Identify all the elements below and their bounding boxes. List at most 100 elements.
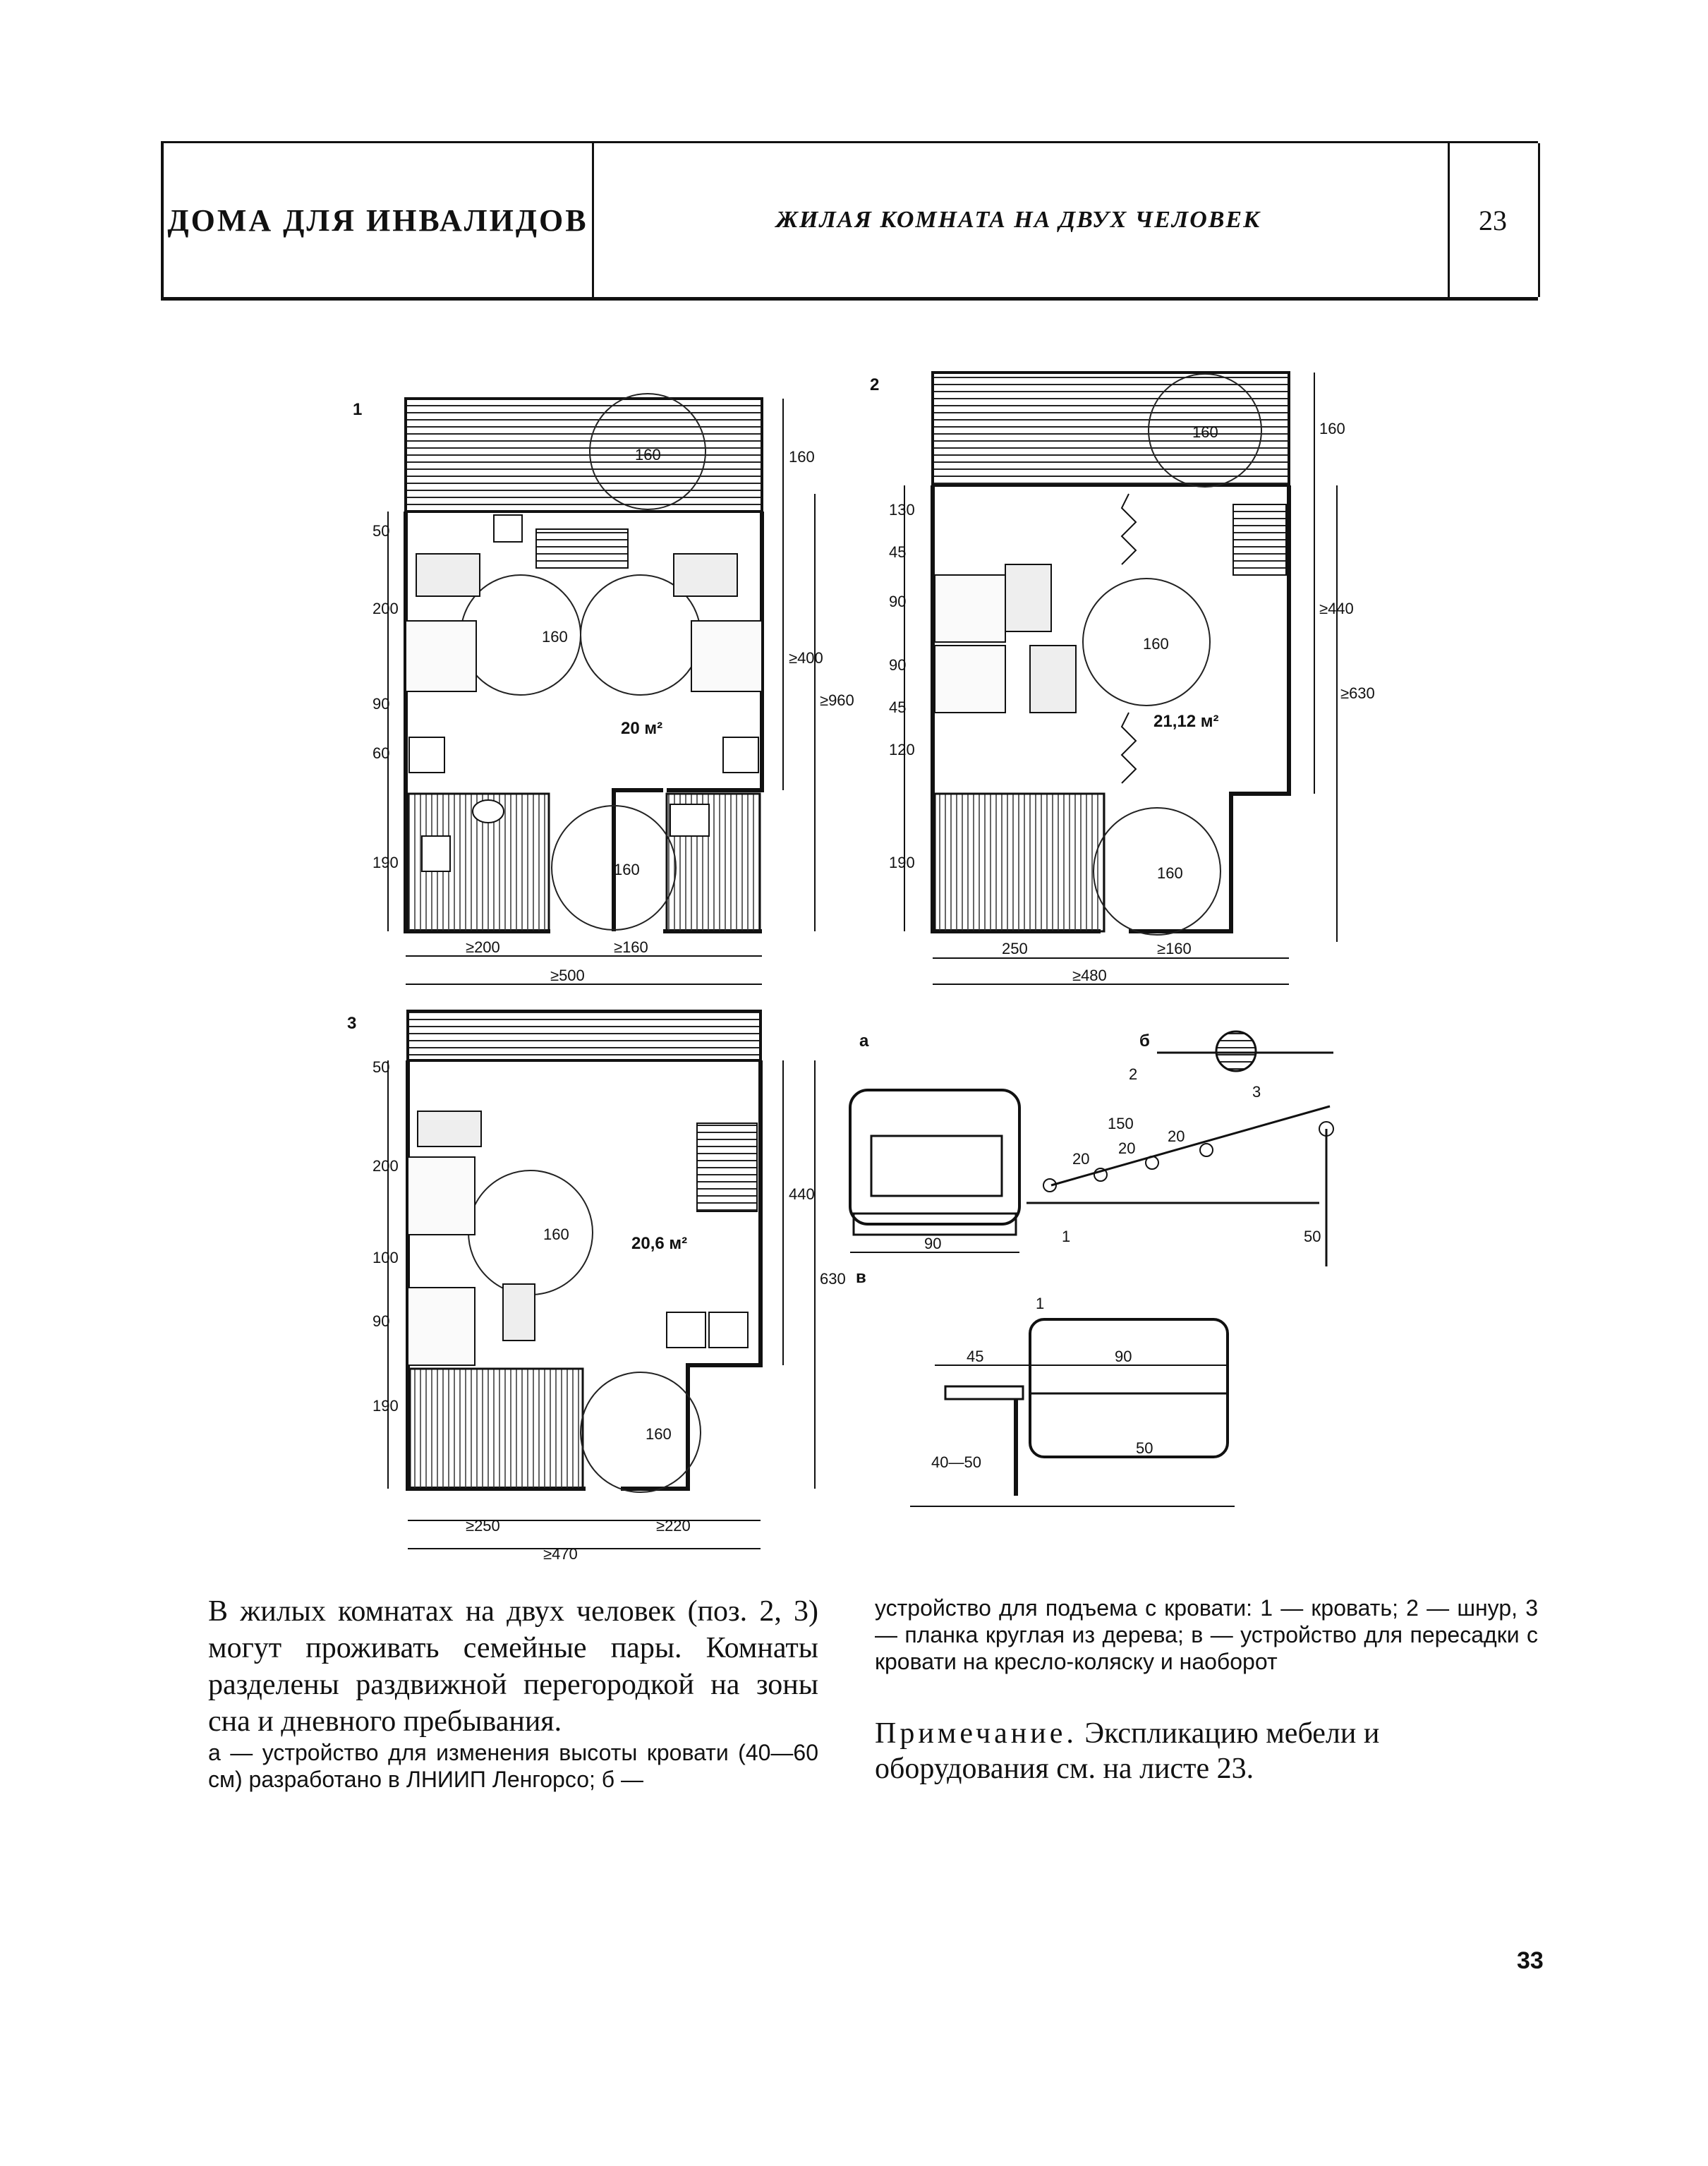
shower <box>670 804 710 837</box>
plan-2-label: 2 <box>870 375 879 394</box>
room-area: 21,12 м² <box>1153 712 1218 731</box>
svg-text:≥630: ≥630 <box>1340 684 1375 702</box>
plan-1-dims-bottom: ≥200 ≥160 ≥500 <box>406 938 762 985</box>
plan-1-walls <box>404 512 764 933</box>
svg-text:≥960: ≥960 <box>820 691 854 709</box>
svg-text:90: 90 <box>889 593 906 610</box>
table <box>417 1111 482 1147</box>
circle-dim: 160 <box>635 446 661 464</box>
svg-text:160: 160 <box>543 1226 569 1243</box>
svg-text:50: 50 <box>1304 1228 1321 1245</box>
bed <box>934 574 1006 643</box>
turning-circle <box>551 805 677 931</box>
svg-text:60: 60 <box>373 744 389 762</box>
balcony <box>406 1010 762 1062</box>
svg-text:≥400: ≥400 <box>789 649 823 667</box>
table <box>1029 645 1077 713</box>
partition <box>1120 712 1137 784</box>
svg-text:≥250: ≥250 <box>466 1517 500 1535</box>
svg-text:20: 20 <box>1118 1139 1135 1157</box>
plan-1-dims-right: 160 ≥400 ≥960 <box>782 399 854 931</box>
bed <box>407 1287 476 1366</box>
plan-1: 1 160 160 160 20 м² 50 200 90 60 190 <box>353 393 854 985</box>
svg-text:160: 160 <box>1319 420 1345 437</box>
svg-text:20: 20 <box>1072 1150 1089 1168</box>
bathroom <box>408 1367 584 1490</box>
plan-3-dims-left: 50 200 100 90 190 <box>373 1058 399 1489</box>
circle-dim: 160 <box>542 628 568 646</box>
bed <box>934 645 1006 713</box>
turning-circle <box>580 1372 701 1493</box>
wardrobe <box>696 1123 758 1212</box>
svg-text:≥160: ≥160 <box>614 938 648 956</box>
bed <box>691 620 763 692</box>
balcony <box>404 397 763 513</box>
wardrobe <box>1232 504 1287 576</box>
svg-text:≥200: ≥200 <box>466 938 500 956</box>
bed <box>405 620 477 692</box>
detail-b: б 2 3 <box>1129 1030 1333 1101</box>
drawings: 1 160 160 160 20 м² 50 200 90 60 190 <box>347 371 1375 1563</box>
height-mechanism <box>870 1135 1003 1197</box>
svg-text:3: 3 <box>1252 1083 1261 1101</box>
body-paragraph: В жилых комнатах на двух человек (поз. 2… <box>208 1595 818 1738</box>
rope <box>1050 1105 1331 1187</box>
table <box>673 553 738 597</box>
svg-text:≥480: ≥480 <box>1072 967 1107 984</box>
sheet-header: ДОМА ДЛЯ ИНВАЛИДОВ ЖИЛАЯ КОМНАТА НА ДВУХ… <box>161 141 1540 301</box>
page-number: 33 <box>1517 1947 1544 1974</box>
svg-text:90: 90 <box>373 695 389 713</box>
plan-3-dims-right: 440 630 <box>782 1060 846 1489</box>
wc <box>421 835 451 872</box>
partition <box>1120 493 1137 565</box>
wardrobe <box>535 528 629 569</box>
turning-circle <box>1148 373 1262 488</box>
room-area: 20 м² <box>621 719 662 738</box>
svg-text:440: 440 <box>789 1185 815 1203</box>
plan-3: 3 160 160 20,6 м² 50 200 100 90 190 440 … <box>347 1010 846 1563</box>
plan-2-dims-bottom: 250 ≥160 ≥480 <box>933 940 1289 985</box>
circle-dim: 160 <box>614 861 640 878</box>
svg-text:≥160: ≥160 <box>1157 940 1192 957</box>
table <box>416 553 480 597</box>
armchair <box>408 737 445 773</box>
svg-text:190: 190 <box>373 1397 399 1415</box>
svg-text:130: 130 <box>889 501 915 519</box>
svg-text:1: 1 <box>1036 1295 1044 1312</box>
balcony <box>931 371 1290 487</box>
armchair <box>708 1312 749 1348</box>
plan-3-label: 3 <box>347 1014 356 1033</box>
svg-text:50: 50 <box>1136 1439 1153 1457</box>
sheet-number: 23 <box>1479 204 1507 236</box>
bed-side-view <box>1029 1318 1229 1458</box>
plan-2-dims-right: 160 ≥440 ≥630 <box>1314 373 1375 942</box>
plan-2: 2 160 160 160 21,12 м² 130 45 90 90 45 1… <box>870 371 1375 985</box>
svg-text:630: 630 <box>820 1270 846 1288</box>
detail-v: в 45 90 40—50 50 1 <box>856 1268 1235 1507</box>
sheet-number-cell: 23 <box>1448 143 1540 297</box>
svg-text:160: 160 <box>1157 864 1183 882</box>
section-title-cell: ДОМА ДЛЯ ИНВАЛИДОВ <box>161 143 594 297</box>
svg-text:120: 120 <box>889 741 915 758</box>
svg-text:1: 1 <box>1062 1228 1070 1245</box>
svg-text:190: 190 <box>889 854 915 871</box>
svg-text:90: 90 <box>1115 1348 1132 1365</box>
plan-1-dims-left: 50 200 90 60 190 <box>373 512 399 931</box>
transfer-board <box>944 1385 1024 1400</box>
table <box>502 1283 535 1341</box>
svg-text:90: 90 <box>889 656 906 674</box>
caption-part-1: а — устройство для изменения высоты кров… <box>208 1740 818 1792</box>
svg-text:45: 45 <box>889 543 906 561</box>
svg-text:200: 200 <box>373 1157 399 1175</box>
svg-text:160: 160 <box>789 448 815 466</box>
svg-text:в: в <box>856 1268 866 1287</box>
svg-text:б: б <box>1139 1031 1150 1051</box>
svg-text:160: 160 <box>1192 423 1218 441</box>
svg-text:150: 150 <box>1108 1115 1134 1132</box>
svg-text:50: 50 <box>373 522 389 540</box>
plan-3-dims-bottom: ≥250 ≥220 ≥470 <box>408 1517 761 1563</box>
note-text: Экспликацию мебели и оборудования см. на… <box>875 1717 1380 1785</box>
turning-circle <box>468 1170 593 1295</box>
svg-text:2: 2 <box>1129 1065 1137 1083</box>
turning-circle <box>1093 807 1221 936</box>
